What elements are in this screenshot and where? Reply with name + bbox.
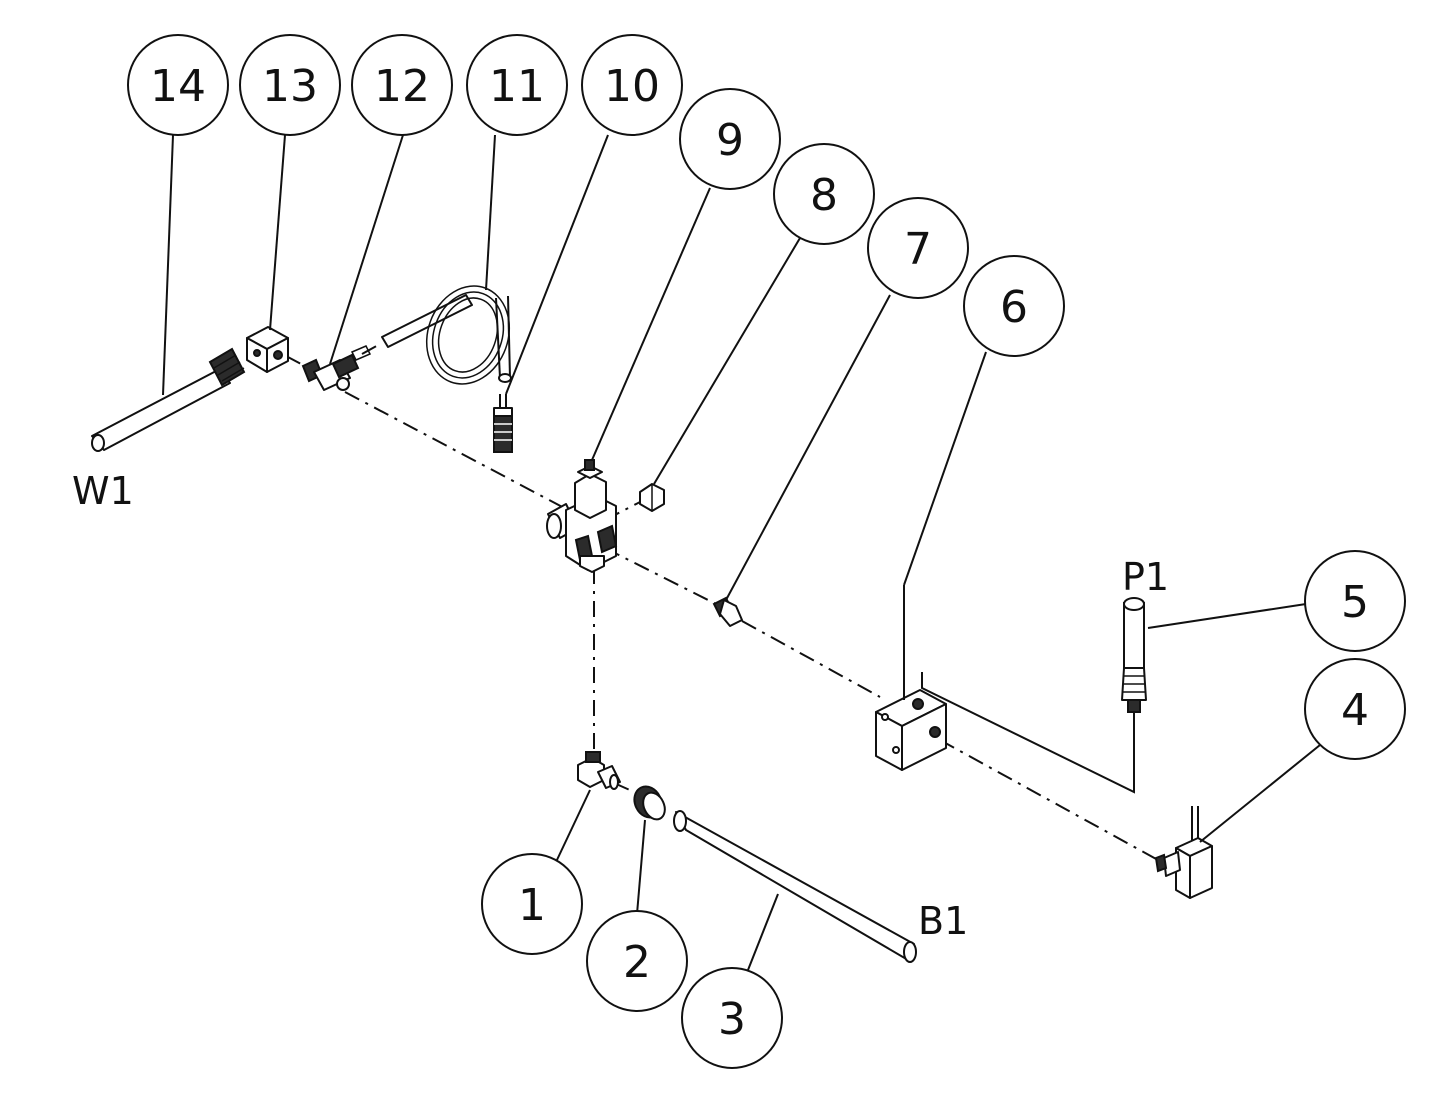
svg-text:3: 3 (718, 994, 746, 1045)
part-4-solenoid (1154, 806, 1213, 899)
callout-1: 1 (481, 853, 583, 955)
callout-5: 5 (1304, 550, 1406, 652)
callout-11: 11 (466, 34, 568, 136)
callout-7: 7 (867, 197, 969, 299)
part-6-block (875, 689, 947, 771)
line-labels: W1 P1 B1 (72, 469, 1169, 943)
svg-text:2: 2 (623, 937, 651, 988)
svg-text:1: 1 (518, 880, 546, 931)
part-2-nut (633, 785, 666, 821)
callout-3: 3 (681, 967, 783, 1069)
callout-10: 10 (581, 34, 683, 136)
callout-6: 6 (963, 255, 1065, 357)
svg-text:14: 14 (150, 61, 206, 112)
svg-text:6: 6 (1000, 282, 1028, 333)
part-5-pressure-sensor (1121, 597, 1147, 713)
leader-11 (485, 134, 496, 291)
axis-7-to-6 (741, 620, 881, 698)
part-11-coiled-tube (381, 285, 512, 385)
leader-2 (636, 819, 646, 915)
part-12-elbow-fitting (301, 345, 372, 391)
wire-6-to-5 (921, 672, 1135, 794)
part-3-tube (673, 810, 917, 963)
svg-text:8: 8 (810, 170, 838, 221)
leader-13 (269, 134, 286, 331)
label-b1: B1 (918, 899, 968, 943)
leader-12 (329, 134, 404, 365)
leader-14 (162, 134, 174, 396)
leader-6a (903, 351, 987, 586)
part-7-nipple (712, 596, 743, 627)
callout-2: 2 (586, 910, 688, 1012)
svg-text:9: 9 (716, 115, 744, 166)
leader-5 (1147, 603, 1307, 629)
callout-14: 14 (127, 34, 229, 136)
part-13-block-fitting (246, 326, 289, 373)
leader-lines (162, 134, 1321, 971)
leader-9 (591, 187, 711, 461)
callout-9: 9 (679, 88, 781, 190)
leader-8 (653, 237, 801, 485)
part-8-nut (639, 483, 665, 512)
callout-4: 4 (1304, 658, 1406, 760)
callout-8: 8 (773, 143, 875, 245)
axis-6-to-4 (939, 739, 1159, 861)
label-p1: P1 (1122, 555, 1169, 599)
leader-3 (747, 893, 779, 971)
part-9-valve (546, 459, 618, 573)
leader-7 (725, 294, 891, 601)
callout-12: 12 (351, 34, 453, 136)
axis-9-to-7 (604, 547, 717, 605)
leader-4 (1199, 744, 1321, 843)
axis-12-to-9 (344, 391, 569, 511)
svg-text:10: 10 (604, 61, 660, 112)
svg-text:7: 7 (904, 224, 932, 275)
part-10-filter (493, 394, 513, 453)
svg-text:12: 12 (374, 61, 430, 112)
axis-12-to-11 (361, 342, 383, 355)
label-w1: W1 (72, 469, 134, 513)
leader-1 (555, 789, 591, 863)
svg-text:13: 13 (262, 61, 318, 112)
callout-13: 13 (239, 34, 341, 136)
part-1-elbow (577, 751, 621, 790)
svg-text:5: 5 (1341, 577, 1369, 628)
svg-text:4: 4 (1341, 685, 1369, 736)
part-14-hose (91, 347, 246, 452)
leader-10 (505, 134, 609, 395)
svg-text:11: 11 (489, 61, 545, 112)
